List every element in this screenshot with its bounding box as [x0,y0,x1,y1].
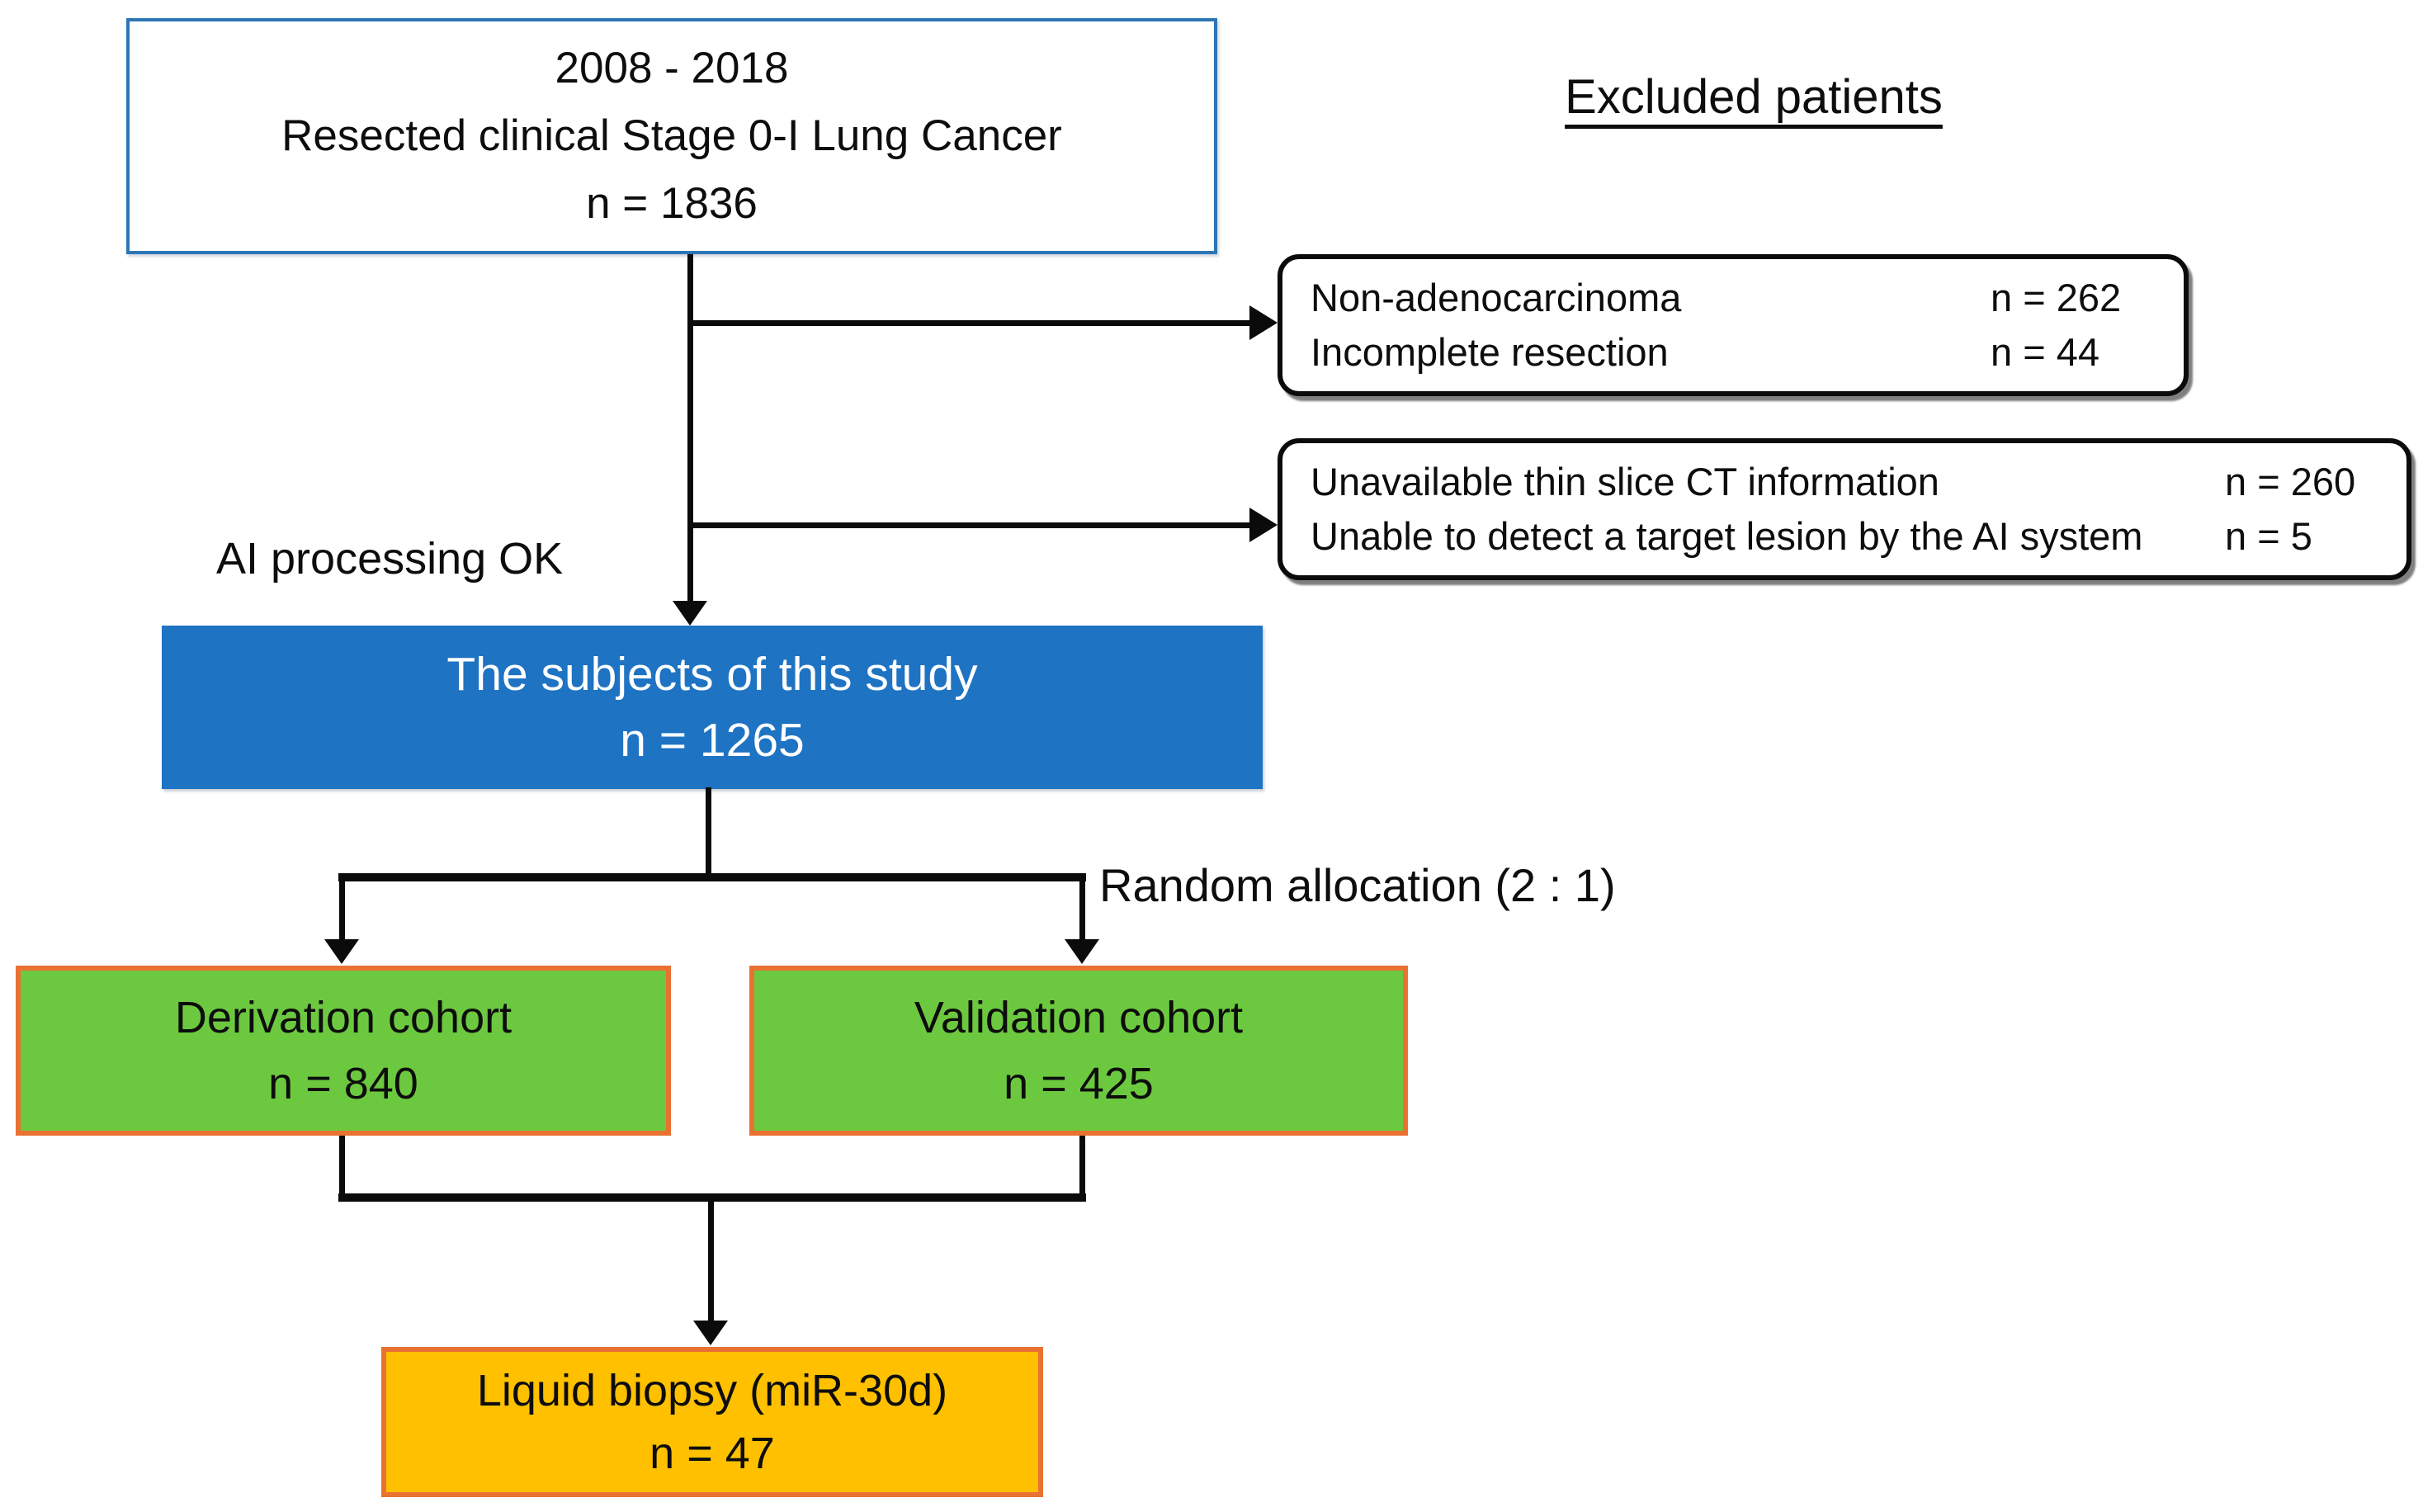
connector-validation-to-merge [1079,1136,1085,1198]
subjects-box: The subjects of this study n = 1265 [162,626,1263,789]
connector-to-exclusion-2 [690,522,1249,528]
connector-to-exclusion-1 [690,320,1249,326]
split-bar [338,873,1086,881]
exclusion-count: n = 260 [2225,460,2356,503]
enrollment-description: Resected clinical Stage 0-I Lung Cancer [281,111,1062,160]
liquid-biopsy-box: Liquid biopsy (miR-30d) n = 47 [381,1347,1043,1497]
arrowhead-into-subjects-icon [673,601,707,626]
exclusion-box-1: Non-adenocarcinoma n = 262 Incomplete re… [1278,254,2189,396]
exclusion-reason: Incomplete resection [1311,330,1669,374]
exclusion-reason: Unavailable thin slice CT information [1311,460,1939,503]
validation-title: Validation cohort [914,993,1244,1042]
arrowhead-into-biopsy-icon [693,1321,728,1345]
exclusion-reason: Unable to detect a target lesion by the … [1311,514,2143,558]
derivation-count: n = 840 [268,1059,418,1108]
enrollment-period: 2008 - 2018 [555,44,789,92]
exclusion-reason: Non-adenocarcinoma [1311,276,1682,319]
exclusion-row: Unavailable thin slice CT information n … [1311,455,2383,509]
enrollment-box: 2008 - 2018 Resected clinical Stage 0-I … [126,18,1217,254]
biopsy-count: n = 47 [649,1429,775,1478]
connector-derivation-to-merge [339,1136,345,1198]
subjects-title: The subjects of this study [446,648,978,701]
connector-enrollment-to-subjects [687,254,693,601]
connector-split-to-validation [1079,873,1085,941]
subjects-count: n = 1265 [620,714,805,767]
exclusion-row: Unable to detect a target lesion by the … [1311,509,2383,564]
ai-processing-label: AI processing OK [216,534,564,584]
connector-subjects-to-split [706,787,711,878]
exclusion-count: n = 262 [1991,276,2122,319]
derivation-title: Derivation cohort [174,993,512,1042]
exclusion-row: Incomplete resection n = 44 [1311,325,2161,380]
exclusion-count: n = 5 [2225,514,2312,558]
enrollment-count: n = 1836 [586,179,758,228]
random-allocation-label: Random allocation (2 : 1) [1099,859,1616,911]
arrowhead-into-derivation-icon [324,939,359,964]
excluded-patients-heading: Excluded patients [1565,70,1943,124]
arrowhead-into-exclusion-1-icon [1249,305,1278,340]
derivation-cohort-box: Derivation cohort n = 840 [16,966,671,1136]
exclusion-row: Non-adenocarcinoma n = 262 [1311,271,2161,325]
biopsy-title: Liquid biopsy (miR-30d) [476,1366,948,1415]
connector-merge-to-biopsy [708,1193,714,1321]
arrowhead-into-validation-icon [1065,939,1099,964]
arrowhead-into-exclusion-2-icon [1249,508,1278,542]
connector-split-to-derivation [339,873,345,941]
exclusion-box-2: Unavailable thin slice CT information n … [1278,438,2411,580]
validation-cohort-box: Validation cohort n = 425 [749,966,1408,1136]
exclusion-count: n = 44 [1991,330,2099,374]
validation-count: n = 425 [1004,1059,1154,1108]
